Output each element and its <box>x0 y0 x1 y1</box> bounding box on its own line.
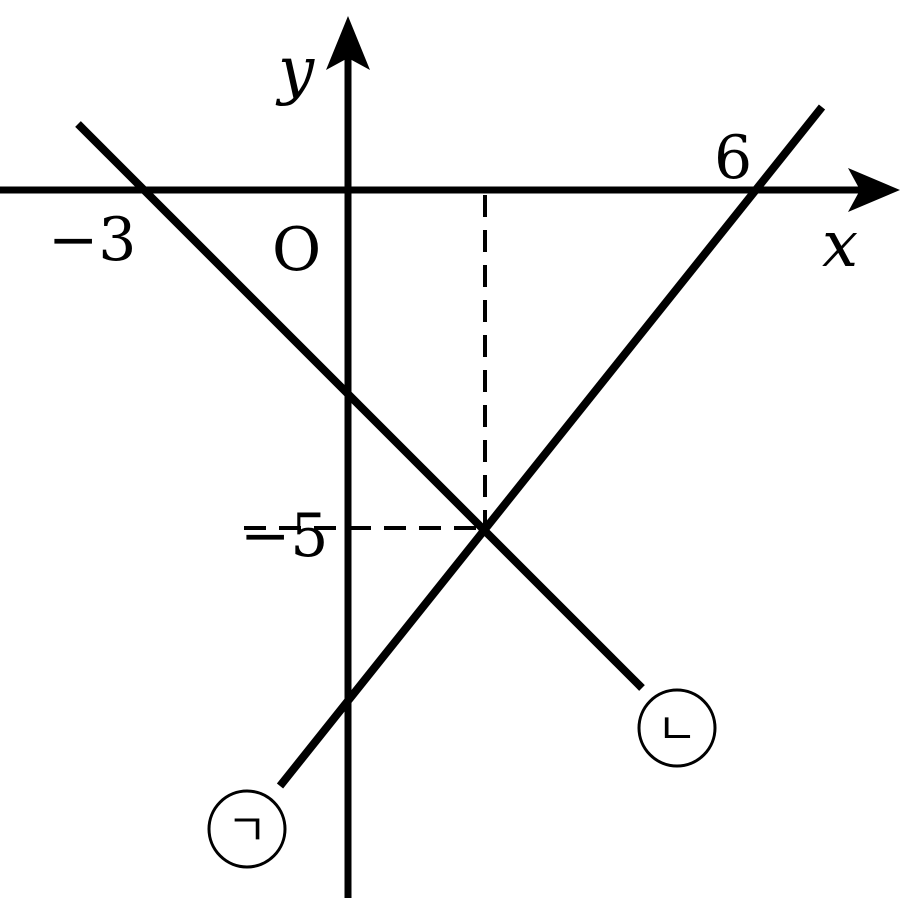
marker-g: ㄱ <box>207 789 287 869</box>
line-n <box>75 121 645 691</box>
x-tick-6: 6 <box>714 123 752 193</box>
origin-label: O <box>272 215 321 285</box>
x-axis-arrow <box>848 168 900 212</box>
x-axis-label: x <box>822 208 858 282</box>
y-axis-arrow <box>326 16 370 70</box>
y-tick-neg5: −5 <box>240 501 328 571</box>
marker-g-text: ㄱ <box>227 805 267 856</box>
marker-n: ㄴ <box>637 688 717 768</box>
x-tick-neg3: −3 <box>48 205 136 275</box>
line-g <box>276 104 826 789</box>
marker-g-ring <box>207 789 287 869</box>
marker-n-ring <box>637 688 717 768</box>
marker-n-text: ㄴ <box>657 704 697 755</box>
y-axis-label: y <box>275 34 315 108</box>
